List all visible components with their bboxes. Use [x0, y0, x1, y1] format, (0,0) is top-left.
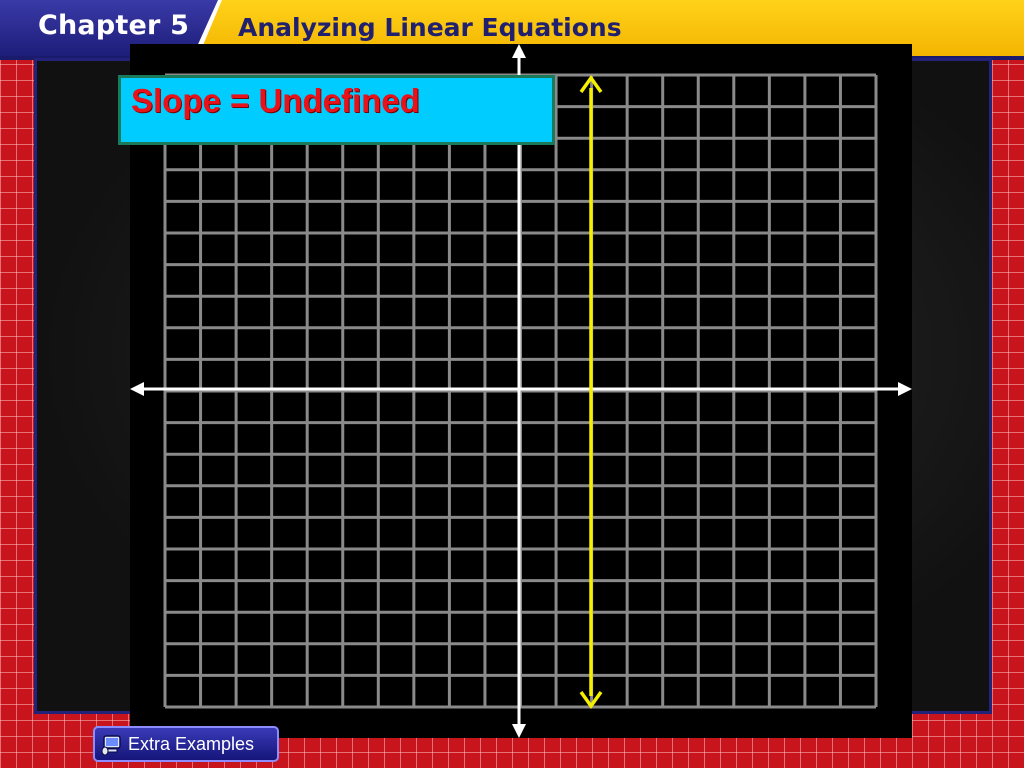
coordinate-graph: [130, 44, 912, 738]
line-bottom-arrow-icon: [579, 690, 603, 710]
lesson-title: Analyzing Linear Equations: [238, 13, 622, 42]
x-axis: [130, 382, 912, 396]
y-axis: [512, 44, 526, 738]
chapter-title: Chapter 5: [38, 10, 190, 41]
computer-mouse-icon: [101, 735, 121, 756]
slope-label: Slope = Undefined: [131, 82, 420, 119]
vertical-line: [579, 74, 603, 710]
y-axis-bottom-arrow-icon: [512, 724, 526, 738]
x-axis-right-arrow-icon: [898, 382, 912, 396]
line-top-arrow-icon: [579, 74, 603, 94]
extra-examples-button[interactable]: Extra Examples: [93, 726, 279, 762]
graph-canvas: [130, 44, 912, 738]
x-axis-left-arrow-icon: [130, 382, 144, 396]
extra-examples-label: Extra Examples: [128, 734, 255, 754]
y-axis-top-arrow-icon: [512, 44, 526, 58]
slope-label-box: Slope = Undefined: [118, 75, 555, 145]
